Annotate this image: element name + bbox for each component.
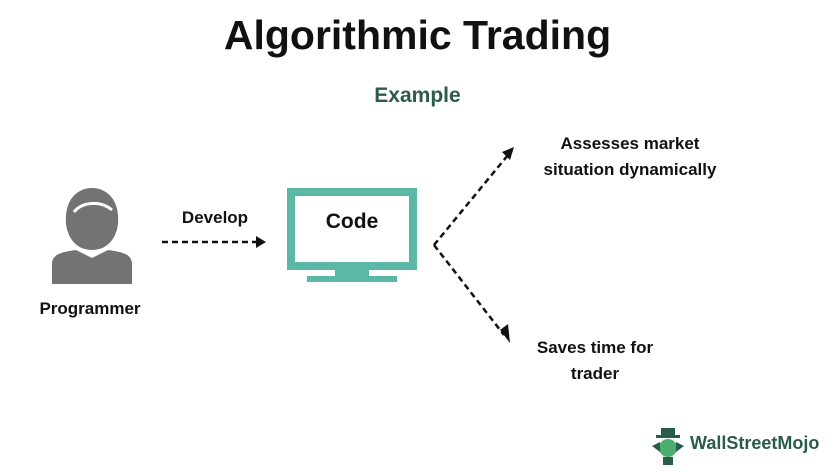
- develop-arrow: [162, 236, 266, 248]
- outcome-top-label: Assesses market situation dynamically: [525, 131, 735, 183]
- monitor-code-label: Code: [325, 210, 379, 233]
- branch-arrows: [433, 147, 514, 343]
- page-title: Algorithmic Trading: [223, 12, 612, 58]
- outcome-top-line2: situation dynamically: [543, 160, 717, 179]
- outcome-bottom-line2: trader: [570, 364, 620, 383]
- develop-label: Develop: [181, 208, 249, 227]
- outcome-bottom-line1: Saves time for: [536, 338, 654, 357]
- monitor-icon: [287, 188, 417, 282]
- outcome-top-line1: Assesses market: [560, 134, 700, 153]
- programmer-label: Programmer: [39, 299, 141, 318]
- person-icon: [52, 188, 132, 284]
- wallstreetmojo-logo-icon: [652, 428, 684, 465]
- brand-name: WallStreetMojo: [690, 433, 820, 453]
- page-subtitle: Example: [374, 84, 461, 107]
- outcome-bottom-label: Saves time for trader: [515, 335, 675, 387]
